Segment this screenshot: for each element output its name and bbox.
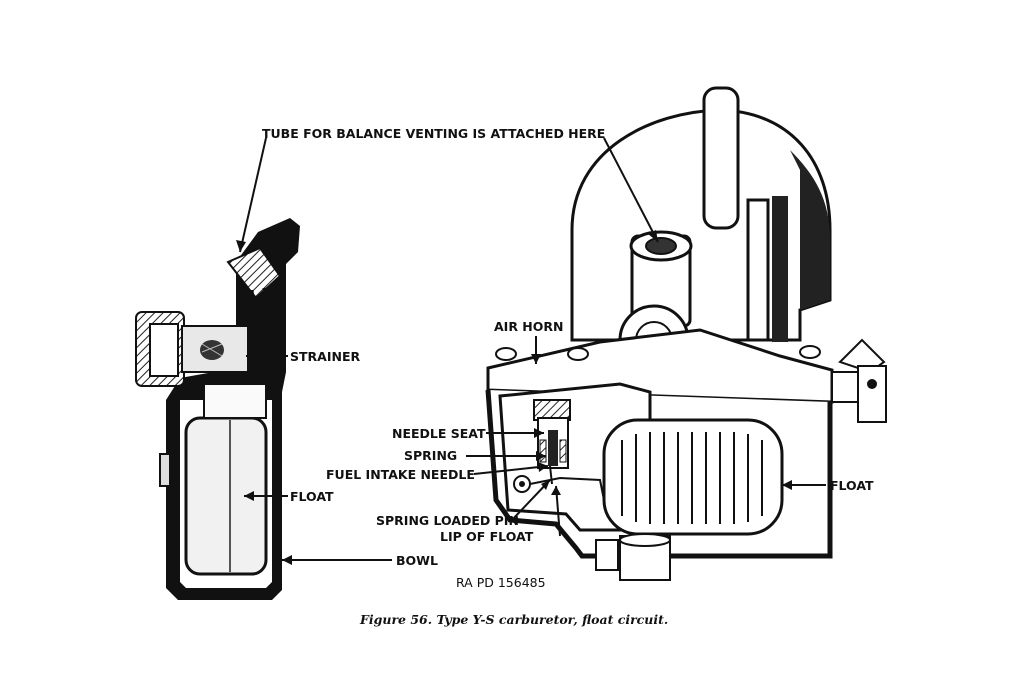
label-needle-seat: NEEDLE SEAT — [392, 426, 486, 441]
label-lip-of-float: LIP OF FLOAT — [440, 529, 534, 544]
label-spring-loaded-pin: SPRING LOADED PIN — [376, 513, 519, 528]
screw-heads — [495, 345, 821, 361]
label-tube-venting: TUBE FOR BALANCE VENTING IS ATTACHED HER… — [262, 126, 605, 141]
label-float-right: FLOAT — [830, 478, 874, 493]
label-air-horn: AIR HORN — [494, 319, 563, 334]
figure-caption: Figure 56. Type Y-S carburetor, float ci… — [359, 612, 668, 627]
label-bowl: BOWL — [396, 553, 438, 568]
float-right-body — [602, 418, 784, 536]
needle-valve-assembly — [533, 399, 571, 485]
exterior-view — [485, 86, 887, 581]
vent-tube-fitting — [226, 246, 282, 300]
label-spring: SPRING — [404, 448, 457, 463]
air-horn-dome — [570, 108, 832, 342]
reference-code: RA PD 156485 — [456, 575, 546, 590]
strainer-mesh — [200, 340, 224, 360]
label-fuel-intake-needle: FUEL INTAKE NEEDLE — [326, 467, 475, 482]
label-float-left: FLOAT — [290, 489, 334, 504]
arrowheads — [236, 230, 792, 565]
sectional-view — [135, 218, 300, 600]
label-strainer: STRAINER — [290, 349, 360, 364]
